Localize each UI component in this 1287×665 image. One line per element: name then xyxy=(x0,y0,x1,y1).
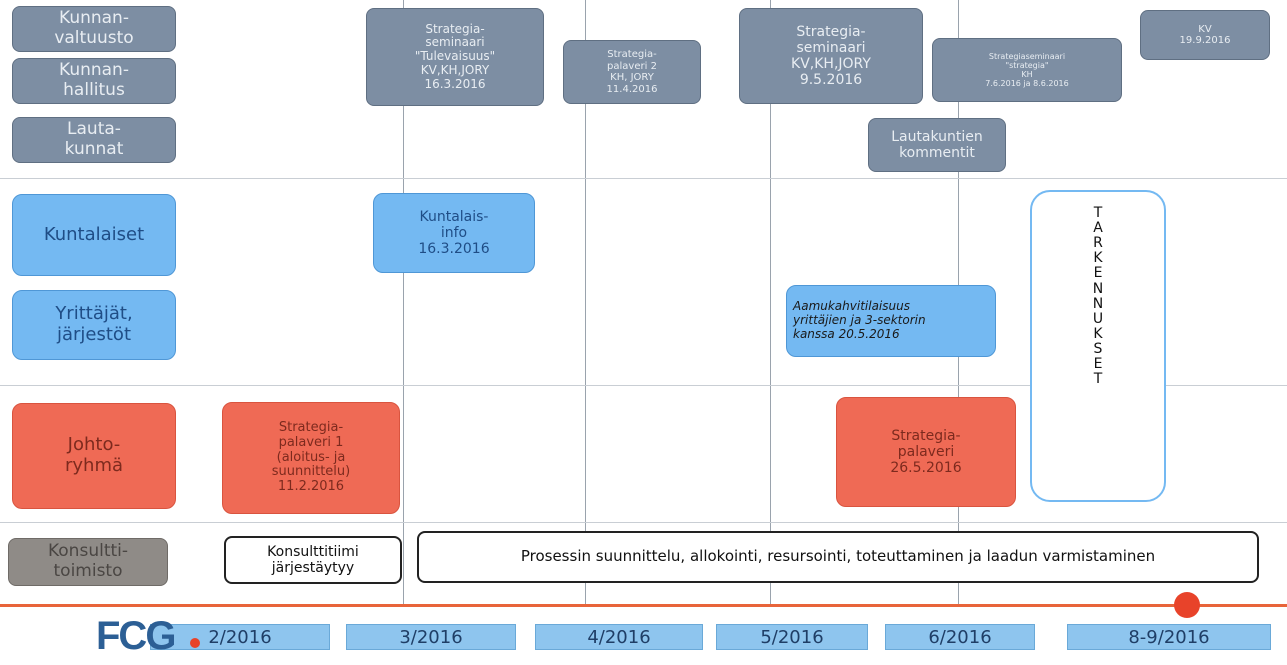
row-label-yrittajat: Yrittäjät, järjestöt xyxy=(12,290,176,360)
event-strategiapalaveri-2: Strategia- palaveri 2 KH, JORY 11.4.2016 xyxy=(563,40,701,104)
event-strategiapalaveri-1: Strategia- palaveri 1 (aloitus- ja suunn… xyxy=(222,402,400,514)
row-label-kunnanvaltuusto: Kunnan- valtuusto xyxy=(12,6,176,52)
event-lautakuntien-kommentit: Lautakuntien kommentit xyxy=(868,118,1006,172)
row-label-lautakunnat: Lauta- kunnat xyxy=(12,117,176,163)
event-kuntalaisinfo: Kuntalais- info 16.3.2016 xyxy=(373,193,535,273)
logo-text: FCG xyxy=(96,614,176,658)
timeline-marker xyxy=(1174,592,1200,618)
month-3-2016: 3/2016 xyxy=(346,624,516,650)
gridline-4-2016 xyxy=(585,0,586,605)
event-strategiaseminaari-tulevaisuus: Strategia- seminaari "Tulevaisuus" KV,KH… xyxy=(366,8,544,106)
divider-decision-makers xyxy=(0,178,1287,179)
event-prosessi: Prosessin suunnittelu, allokointi, resur… xyxy=(417,531,1259,583)
timeline-bar xyxy=(0,604,1287,607)
event-strategiaseminaari-kh: Strategiaseminaari "strategia" KH 7.6.20… xyxy=(932,38,1122,102)
divider-management xyxy=(0,522,1287,523)
gridline-5-2016 xyxy=(770,0,771,605)
row-label-kunnanhallitus: Kunnan- hallitus xyxy=(12,58,176,104)
divider-stakeholders xyxy=(0,385,1287,386)
row-label-kuntalaiset: Kuntalaiset xyxy=(12,194,176,276)
gridline-3-2016 xyxy=(403,0,404,605)
logo-dot xyxy=(190,638,200,648)
row-label-konsulttitoimisto: Konsultti- toimisto xyxy=(8,538,168,586)
event-kv-final: KV 19.9.2016 xyxy=(1140,10,1270,60)
event-konsulttitiimi: Konsulttitiimi järjestäytyy xyxy=(224,536,402,584)
event-strategiapalaveri-26-5: Strategia- palaveri 26.5.2016 xyxy=(836,397,1016,507)
month-4-2016: 4/2016 xyxy=(535,624,703,650)
event-strategiaseminaari-9-5: Strategia- seminaari KV,KH,JORY 9.5.2016 xyxy=(739,8,923,104)
month-2-2016: 2/2016 xyxy=(150,624,330,650)
month-6-2016: 6/2016 xyxy=(885,624,1035,650)
month-5-2016: 5/2016 xyxy=(716,624,868,650)
month-8-9-2016: 8-9/2016 xyxy=(1067,624,1271,650)
event-tarkennukset: T A R K E N N U K S E T xyxy=(1030,190,1166,502)
fcg-logo: FCG xyxy=(96,614,176,659)
event-aamukahvitilaisuus: Aamukahvitilaisuus yrittäjien ja 3-sekto… xyxy=(786,285,996,357)
row-label-johtoryhma: Johto- ryhmä xyxy=(12,403,176,509)
